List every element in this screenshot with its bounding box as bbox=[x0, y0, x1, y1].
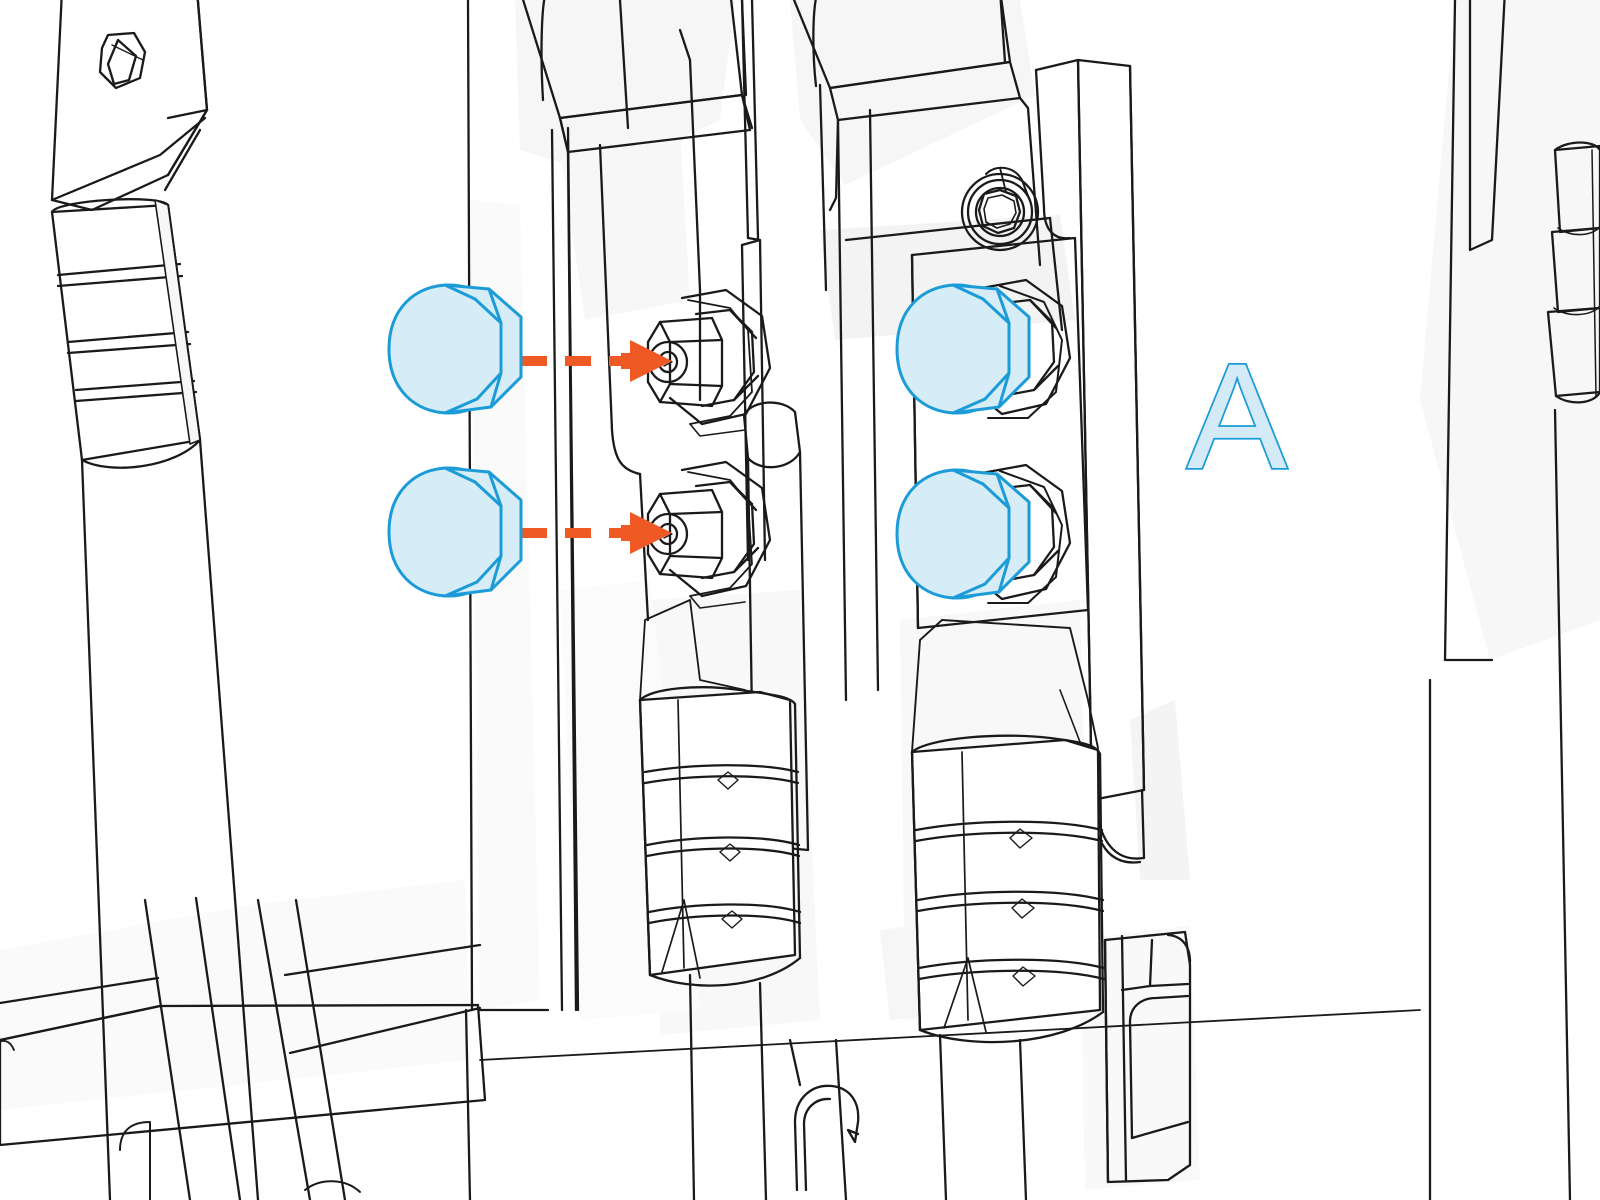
sleeve-left-arm bbox=[50, 198, 260, 1200]
mounting-clip-right bbox=[1103, 930, 1192, 1184]
sleeve-center-cable bbox=[638, 599, 802, 1200]
arrow-upper bbox=[521, 340, 672, 382]
lower-left-structure bbox=[0, 896, 487, 1200]
left-bracket-arm bbox=[50, 0, 209, 212]
arrow-lower bbox=[521, 512, 672, 554]
sleeve-right-cable bbox=[910, 619, 1106, 1200]
sleeve-far-right-edge bbox=[1546, 141, 1600, 404]
cap-nut-loose-lower[interactable] bbox=[387, 466, 523, 598]
cap-nut-installed-upper[interactable] bbox=[895, 283, 1031, 415]
callout-letter-a-text: A bbox=[1187, 332, 1287, 500]
hex-nut-under-cap-lower bbox=[968, 463, 1072, 604]
hook-bottom-center bbox=[793, 1084, 860, 1192]
assembly-direction-arrows bbox=[521, 340, 672, 554]
hex-nut-under-cap-upper bbox=[968, 278, 1072, 419]
cap-nut-loose-upper[interactable] bbox=[387, 283, 523, 415]
arrow-upper-head bbox=[630, 340, 672, 382]
torx-screw bbox=[960, 166, 1040, 252]
cap-nut-installed-lower[interactable] bbox=[895, 468, 1031, 600]
hex-hole-icon bbox=[98, 31, 147, 90]
far-right-panel bbox=[1428, 0, 1572, 1200]
callout-letter-a: A bbox=[1185, 330, 1289, 502]
arrow-lower-head bbox=[630, 512, 672, 554]
bottom-rails bbox=[479, 1009, 1421, 1200]
